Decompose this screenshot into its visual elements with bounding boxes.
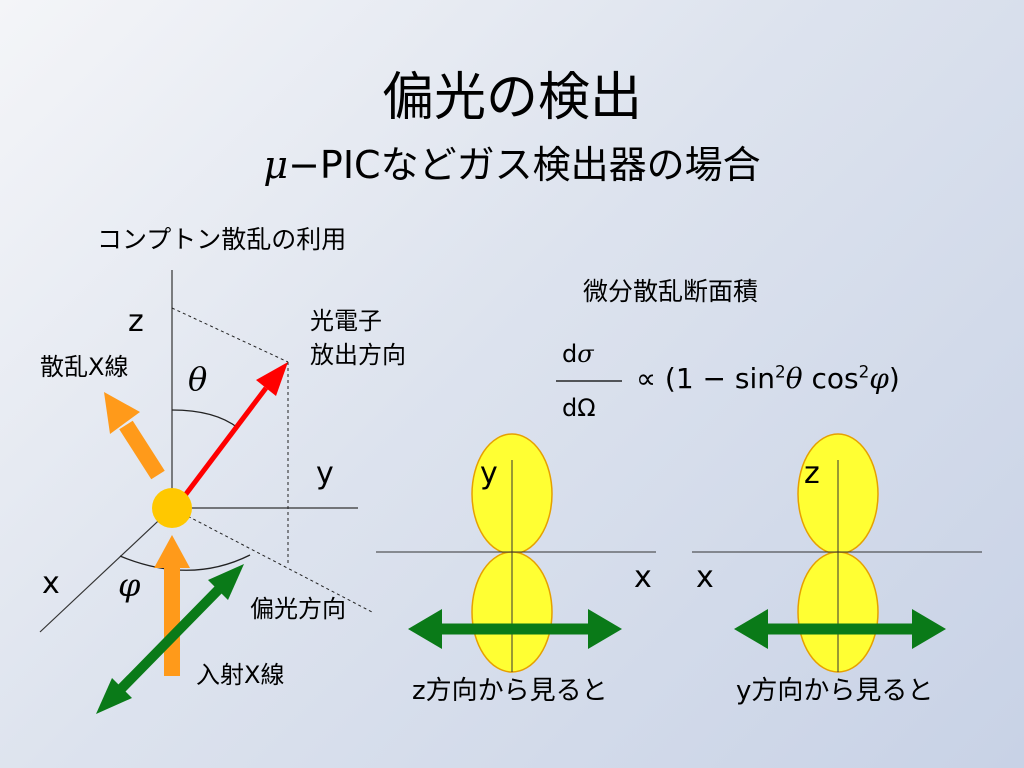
theta-arc: [171, 409, 239, 429]
y-axis-label: y: [316, 456, 334, 491]
section-label: コンプトン散乱の利用: [97, 225, 347, 254]
photoelectron-arrowhead: [256, 362, 288, 396]
formula-open: (1 − sin: [664, 362, 776, 395]
view1-horizontal-label: x: [634, 560, 652, 595]
proportional-symbol: ∝: [636, 362, 657, 395]
theta-label: θ: [188, 360, 208, 398]
polarization-arrowhead-top: [208, 564, 244, 600]
phi-label: φ: [118, 566, 141, 604]
formula-rhs: ∝ (1 − sin2θ cos2φ): [636, 362, 900, 395]
x-axis-label: x: [42, 566, 60, 601]
formula-exp2: 2: [858, 361, 870, 382]
formula-phi: φ: [869, 362, 889, 395]
view1-vertical-label: y: [480, 456, 498, 491]
view1-arrowhead-right: [588, 609, 622, 649]
view1-caption: z方向から見ると: [412, 670, 608, 707]
subtitle-mu: μ: [263, 143, 289, 187]
numerator-d: d: [562, 340, 578, 368]
formula-denominator: dΩ: [562, 394, 596, 422]
polarization-arrow: [114, 582, 226, 696]
formula-cos: cos: [802, 362, 859, 395]
subtitle-text: −PICなどガス検出器の場合: [288, 143, 761, 187]
formula-exp1: 2: [775, 361, 786, 382]
z-axis-label: z: [128, 304, 144, 339]
view2-caption-axis: y: [736, 676, 752, 706]
view2-arrowhead-left: [734, 609, 768, 649]
scattered-xray-arrow: [119, 420, 165, 480]
view2-horizontal-label: x: [696, 560, 714, 595]
view2-caption-text: 方向から見ると: [751, 676, 934, 706]
slide-subtitle: μ−PICなどガス検出器の場合: [0, 146, 1024, 184]
formula-close: ): [888, 362, 900, 395]
view-from-z: [376, 433, 656, 673]
view1-caption-axis: z: [412, 676, 426, 706]
formula-title: 微分散乱断面積: [583, 277, 759, 306]
view2-caption: y方向から見ると: [736, 670, 933, 707]
view2-vertical-label: z: [804, 456, 820, 491]
photoelectron-label-line2: 放出方向: [310, 341, 406, 369]
photoelectron-arrow: [178, 386, 268, 504]
view2-arrowhead-right: [912, 609, 946, 649]
polarization-arrowhead-bottom: [96, 678, 132, 714]
slide-title: 偏光の検出: [381, 68, 642, 128]
scattered-xray-arrowhead: [104, 392, 140, 434]
phi-arc: [119, 554, 251, 571]
photoelectron-label-line1: 光電子: [310, 307, 382, 335]
formula-theta: θ: [785, 362, 803, 395]
incident-xray-label: 入射X線: [196, 661, 285, 689]
polarization-label: 偏光方向: [250, 595, 346, 623]
view1-arrowhead-left: [408, 609, 442, 649]
projection-lines: [171, 307, 373, 613]
formula-numerator: dσ: [562, 340, 594, 368]
scattered-xray-label: 散乱X線: [40, 353, 129, 381]
view1-caption-text: 方向から見ると: [425, 676, 608, 706]
incident-xray-arrowhead: [154, 535, 190, 568]
numerator-sigma: σ: [577, 340, 594, 368]
view-from-y: [692, 433, 982, 673]
origin-dot: [152, 488, 192, 528]
x-axis-line: [39, 507, 173, 633]
